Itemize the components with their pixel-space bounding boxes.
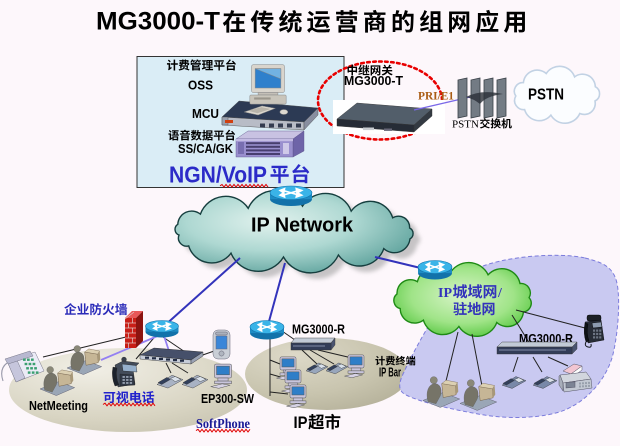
svg-text:NGN/VoIP: NGN/VoIP — [169, 162, 267, 188]
svg-text:IP: IP — [438, 286, 452, 301]
svg-text:PSTN: PSTN — [452, 119, 479, 131]
svg-text:PSTN: PSTN — [528, 87, 564, 104]
svg-text:MG3000-R: MG3000-R — [292, 322, 346, 337]
svg-text:IP Network: IP Network — [251, 215, 354, 237]
svg-text:IP Bar: IP Bar — [379, 366, 401, 380]
svg-text:MG3000-T: MG3000-T — [344, 74, 403, 88]
svg-text:MG3000-T: MG3000-T — [96, 8, 220, 36]
svg-text:/: / — [497, 286, 503, 301]
svg-text:PRI/E1: PRI/E1 — [418, 89, 454, 103]
svg-text:EP300-SW: EP300-SW — [201, 391, 255, 406]
svg-text:SoftPhone: SoftPhone — [196, 417, 250, 432]
svg-text:IP: IP — [294, 413, 308, 432]
svg-text:MCU: MCU — [192, 106, 219, 121]
svg-text:SS/CA/GK: SS/CA/GK — [178, 142, 233, 156]
svg-text:NetMeeting: NetMeeting — [29, 398, 88, 413]
svg-text:OSS: OSS — [188, 78, 213, 93]
